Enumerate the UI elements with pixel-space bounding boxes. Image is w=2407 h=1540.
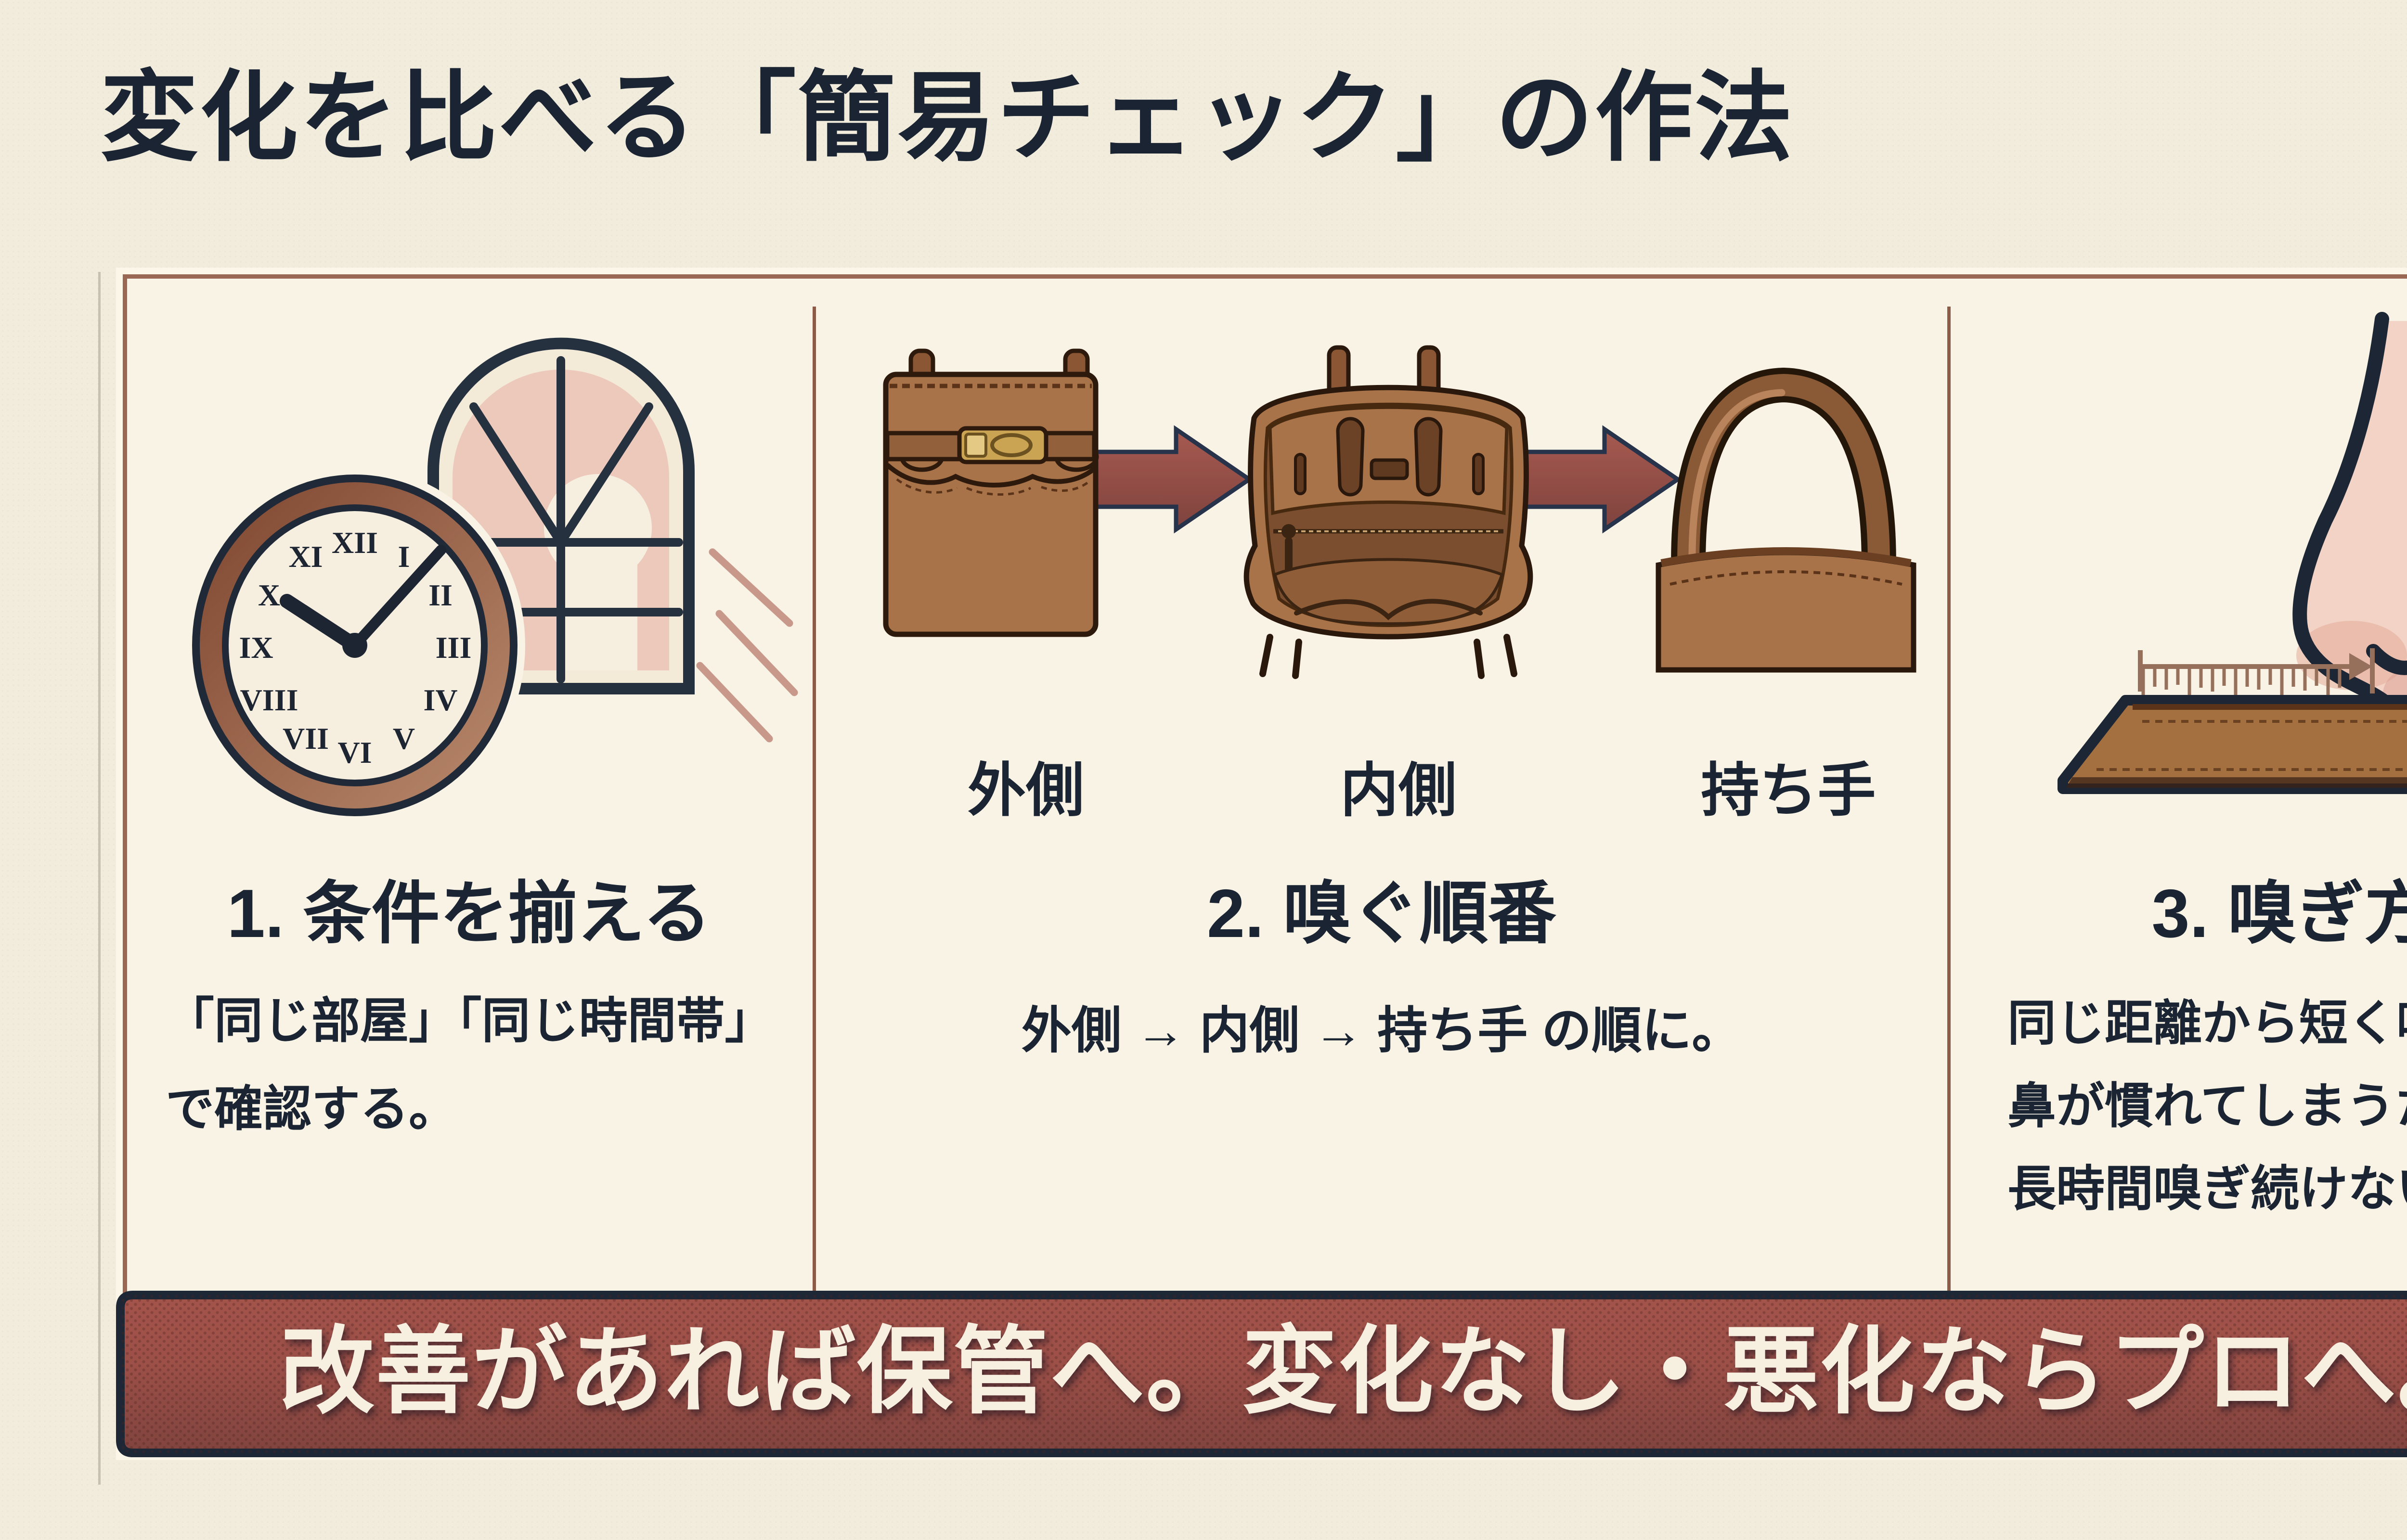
body-line: 長時間嗅ぎ続けない。 — [2007, 1162, 2407, 1216]
svg-text:III: III — [436, 630, 472, 665]
body-line: 鼻が慣れてしまうため、 — [2007, 1079, 2407, 1133]
svg-text:V: V — [393, 721, 415, 756]
svg-text:IX: IX — [239, 630, 273, 665]
step-body: 「同じ部屋」「同じ時間帯」 で確認する。 — [166, 977, 774, 1154]
step-panel-method: 3. 嗅ぎ方 同じ距離から短く嗅ぐ。 鼻が慣れてしまうため、 長時間嗅ぎ続けない… — [1951, 279, 2407, 1453]
flow-arrow-icon — [1080, 425, 1253, 534]
svg-text:XI: XI — [288, 539, 323, 574]
nose-sniff-illustration — [2058, 312, 2407, 794]
step-body: 同じ距離から短く嗅ぐ。 鼻が慣れてしまうため、 長時間嗅ぎ続けない。 — [2007, 982, 2407, 1231]
flow-arrow-icon — [1508, 425, 1682, 534]
panel-divider-2 — [1947, 307, 1951, 1305]
bag-exterior-icon — [883, 348, 1099, 637]
conclusion-text: 改善があれば保管へ。変化なし・悪化ならプロへ。 — [279, 1318, 2407, 1424]
bags-sequence-illustration — [883, 345, 1916, 679]
svg-text:II: II — [428, 578, 453, 612]
body-line: 「同じ部屋」「同じ時間帯」 — [166, 994, 774, 1048]
content-box: XII I II III IV V VI VII VIII IX X XI — [123, 274, 2407, 1453]
body-line: で確認する。 — [166, 1082, 458, 1136]
step-panel-order: 外側 内側 持ち手 2. 嗅ぐ順番 外側 → 内側 → 持ち手 の順に。 — [816, 279, 1947, 1453]
bag-interior-icon — [1243, 345, 1533, 679]
svg-text:VII: VII — [283, 721, 329, 756]
body-line: 同じ距離から短く嗅ぐ。 — [2007, 997, 2407, 1051]
left-shadow-line — [98, 272, 101, 1485]
clock-icon: XII I II III IV V VI VII VIII IX X XI — [184, 467, 525, 824]
page-title: 変化を比べる「簡易チェック」の作法 — [100, 63, 1794, 173]
panel-divider-1 — [813, 307, 816, 1305]
svg-text:IV: IV — [423, 683, 457, 717]
clock-numerals: XII I II III IV V VI VII VIII IX X XI — [239, 526, 471, 770]
breeze-lines-icon — [696, 548, 798, 743]
step-body: 外側 → 内側 → 持ち手 の順に。 — [1021, 1003, 1742, 1059]
conclusion-arrow-banner — [116, 1291, 2407, 1457]
svg-text:VI: VI — [337, 735, 372, 770]
svg-text:VIII: VIII — [240, 683, 298, 717]
ruler-icon — [2138, 648, 2375, 704]
svg-text:XII: XII — [332, 526, 378, 560]
clock-hour-hand — [280, 594, 362, 653]
step-heading: 3. 嗅ぎ方 — [2151, 875, 2407, 952]
step-heading: 2. 嗅ぐ順番 — [1207, 875, 1556, 952]
bag-label-handle: 持ち手 — [1701, 757, 1876, 823]
bag-label-outside: 外側 — [967, 757, 1085, 823]
svg-text:I: I — [398, 539, 410, 574]
step-heading: 1. 条件を揃える — [227, 875, 712, 952]
bag-handle-icon — [1656, 367, 1916, 673]
step-panel-conditions: XII I II III IV V VI VII VIII IX X XI — [127, 279, 811, 1453]
clock-window-illustration: XII I II III IV V VI VII VIII IX X XI — [184, 337, 798, 824]
bag-label-inside: 内側 — [1340, 757, 1457, 823]
svg-text:X: X — [258, 578, 280, 612]
clock-minute-hand — [349, 545, 446, 651]
leather-strap-icon — [2058, 695, 2407, 794]
